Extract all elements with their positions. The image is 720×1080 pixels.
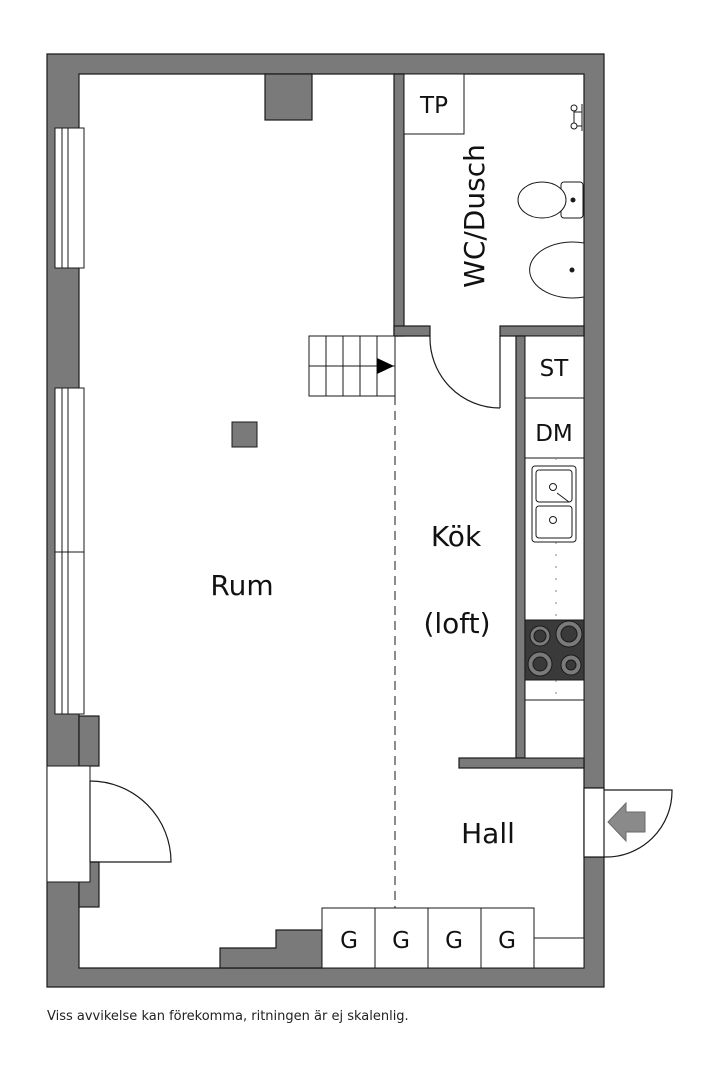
door-opening-west [46, 765, 91, 883]
room-label-kok-loft: (loft) [423, 607, 490, 640]
counter-low-section [524, 679, 585, 759]
dm-cabinet [524, 397, 585, 459]
entrance-arrow-icon [607, 801, 646, 843]
west-door-swing [89, 780, 172, 863]
room-label-kok: Kök [431, 520, 482, 553]
label-st: ST [540, 356, 570, 382]
wardrobe-1 [321, 907, 376, 969]
label-tp: TP [419, 93, 448, 119]
window-middle [54, 387, 85, 715]
hall-north-wall [458, 757, 585, 769]
disclaimer-text: Viss avvikelse kan förekomma, ritningen … [47, 1009, 409, 1024]
entrance-opening [583, 787, 605, 858]
room-label-rum: Rum [210, 569, 273, 602]
doors [89, 335, 673, 863]
wall-column [264, 73, 313, 121]
st-cabinet [524, 335, 585, 399]
window-north [54, 127, 85, 269]
label-wardrobe-3: G [445, 928, 463, 954]
double-sink-icon [531, 465, 577, 543]
wardrobes [321, 907, 585, 969]
stair-direction-arrow-icon [377, 358, 394, 374]
wc-south-wall-right [499, 325, 585, 337]
kitchen-counter [524, 335, 585, 759]
shower-mixer-icon [570, 104, 583, 131]
wardrobe-4 [480, 907, 535, 969]
stove-icon [524, 619, 585, 681]
toilet-icon [517, 181, 584, 219]
wall-step [219, 929, 323, 969]
windows [46, 127, 91, 883]
wc-south-wall-left [393, 325, 431, 337]
west-wall-jamb-top [78, 715, 100, 767]
entrance-door-swing [603, 789, 673, 858]
room-label-hall: Hall [461, 817, 515, 850]
wc-door-swing [429, 335, 501, 409]
shoe-shelf [533, 937, 585, 969]
tp-cabinet [403, 73, 465, 135]
room-label-wc: WC/Dusch [458, 144, 491, 288]
label-wardrobe-2: G [392, 928, 410, 954]
column-square [231, 421, 258, 448]
label-dm: DM [535, 421, 573, 447]
wc-west-wall [393, 73, 405, 337]
label-wardrobe-4: G [498, 928, 516, 954]
washbasin-icon [529, 241, 585, 299]
kitchen-partition [515, 335, 526, 759]
wc-fixtures [403, 73, 585, 299]
label-wardrobe-1: G [340, 928, 358, 954]
